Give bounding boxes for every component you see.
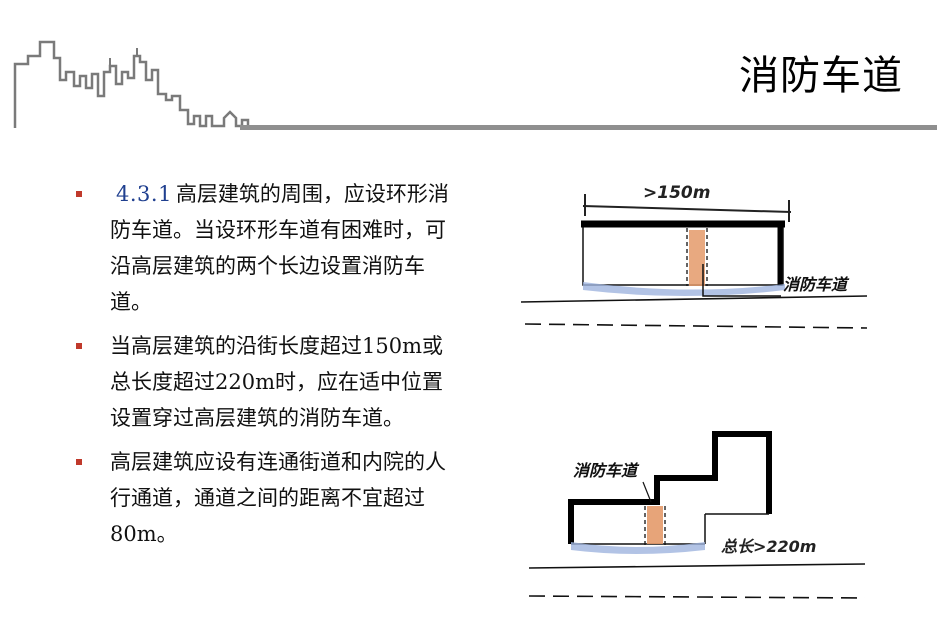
city-skyline-icon <box>13 40 250 128</box>
bullet-text: 当高层建筑的沿街长度超过150m或总长度超过220m时，应在适中位置设置穿过高层… <box>110 328 460 436</box>
bullet-item: 当高层建筑的沿街长度超过150m或总长度超过220m时，应在适中位置设置穿过高层… <box>70 328 490 436</box>
dimension-label-long: >150m <box>643 183 710 203</box>
bullet-item: 高层建筑应设有连通街道和内院的人行通道，通道之间的距离不宜超过80m。 <box>70 444 490 552</box>
fire-lane-label-bottom: 消防车道 <box>573 461 640 480</box>
bullet-body: 高层建筑的周围，应设环形消防车道。当设环形车道有困难时，可沿高层建筑的两个长边设… <box>110 182 449 314</box>
header-rule <box>240 125 937 130</box>
bullet-text: 高层建筑应设有连通街道和内院的人行通道，通道之间的距离不宜超过80m。 <box>110 444 460 552</box>
bullet-marker-icon <box>76 343 82 349</box>
bullet-marker-icon <box>76 191 82 197</box>
bullet-marker-icon <box>76 459 82 465</box>
dimension-label-total: 总长>220m <box>721 537 816 556</box>
bullet-body: 高层建筑应设有连通街道和内院的人行通道，通道之间的距离不宜超过80m。 <box>110 450 446 546</box>
bullet-body: 当高层建筑的沿街长度超过150m或总长度超过220m时，应在适中位置设置穿过高层… <box>110 334 443 430</box>
fire-lane-label-top: 消防车道 <box>783 275 850 294</box>
sketch-stepped-building: 消防车道 总长>220m <box>528 431 866 599</box>
slide-title: 消防车道 <box>739 53 903 99</box>
sketch-long-building: >150m 消防车道 <box>520 183 868 329</box>
clause-number: 4.3.1 <box>116 182 172 206</box>
